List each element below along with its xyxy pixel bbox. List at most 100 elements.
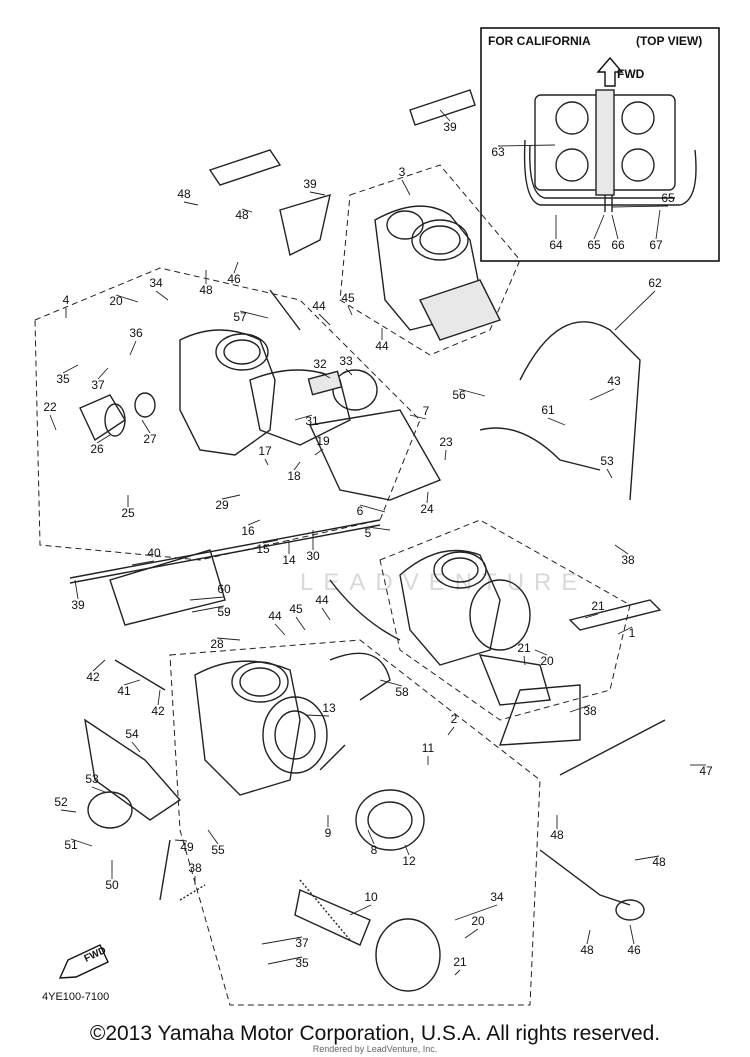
- part-callout-20: 20: [109, 294, 123, 308]
- inset-title: FOR CALIFORNIA: [488, 34, 591, 48]
- part-callout-16: 16: [241, 524, 255, 538]
- part-callout-35: 35: [295, 956, 309, 970]
- callout-leader: [314, 448, 324, 456]
- part-callout-43: 43: [607, 374, 621, 388]
- part-callout-37: 37: [91, 378, 105, 392]
- callout-leader: [191, 605, 225, 613]
- render-credit: Rendered by LeadVenture, Inc.: [312, 1044, 438, 1054]
- callout-leader: [174, 839, 188, 842]
- part-callout-34: 34: [149, 276, 163, 290]
- callout-leader: [183, 201, 199, 206]
- callout-leader: [70, 838, 93, 847]
- part-callout-44: 44: [312, 299, 326, 313]
- part-callout-37: 37: [295, 936, 309, 950]
- part-callout-24: 24: [420, 502, 434, 516]
- callout-leader: [91, 786, 106, 793]
- carburetor-assembly-4: [34, 267, 442, 561]
- part-callout-67: 67: [649, 238, 663, 252]
- part-callout-21: 21: [453, 955, 467, 969]
- callout-leader: [293, 461, 301, 471]
- part-callout-38: 38: [583, 704, 597, 718]
- part-callout-46: 46: [227, 272, 241, 286]
- california-inset: FOR CALIFORNIA (TOP VIEW) FWD: [480, 27, 720, 262]
- callout-leader: [155, 290, 169, 301]
- part-callout-55: 55: [211, 843, 225, 857]
- callout-leader: [274, 623, 286, 636]
- copyright-footer: ©2013 Yamaha Motor Corporation, U.S.A. A…: [89, 1022, 661, 1045]
- part-callout-39: 39: [303, 177, 317, 191]
- top-view-carb-bank: [523, 89, 697, 212]
- callout-leader: [634, 855, 660, 861]
- callout-leader: [614, 290, 656, 331]
- fwd-badge: FWD: [58, 944, 109, 979]
- callout-leader: [141, 419, 151, 434]
- part-callout-57: 57: [233, 310, 247, 324]
- part-callout-34: 34: [490, 890, 504, 904]
- part-callout-6: 6: [357, 504, 364, 518]
- callout-leader: [593, 214, 605, 240]
- part-callout-42: 42: [86, 670, 100, 684]
- part-callout-39: 39: [71, 598, 85, 612]
- part-callout-7: 7: [423, 404, 430, 418]
- carburetor-assembly-1: [379, 519, 631, 746]
- part-callout-25: 25: [121, 506, 135, 520]
- part-callout-45: 45: [289, 602, 303, 616]
- callout-leader: [318, 313, 331, 326]
- part-callout-66: 66: [611, 238, 625, 252]
- part-callout-52: 52: [54, 795, 68, 809]
- part-callout-28: 28: [210, 637, 224, 651]
- callout-leaders: [49, 109, 706, 976]
- callout-leader: [586, 929, 591, 945]
- part-callout-48: 48: [199, 283, 213, 297]
- part-callout-53: 53: [600, 454, 614, 468]
- fwd-arrow-icon: [596, 56, 624, 87]
- part-callout-51: 51: [64, 838, 78, 852]
- callout-leader: [247, 519, 261, 526]
- callout-leader: [444, 449, 447, 461]
- part-callout-17: 17: [258, 444, 272, 458]
- callout-leader: [359, 504, 386, 513]
- part-callout-32: 32: [313, 357, 327, 371]
- part-callout-38: 38: [621, 553, 635, 567]
- callout-leader: [92, 659, 106, 672]
- callout-leader: [606, 468, 613, 479]
- callout-leader: [261, 936, 303, 945]
- callout-leader: [294, 414, 313, 421]
- part-callout-8: 8: [371, 843, 378, 857]
- callout-leader: [655, 209, 661, 240]
- part-callout-5: 5: [365, 526, 372, 540]
- callout-leader: [129, 340, 137, 356]
- part-callout-3: 3: [399, 165, 406, 179]
- part-callout-50: 50: [105, 878, 119, 892]
- callout-leader: [404, 844, 410, 856]
- part-callout-39: 39: [443, 120, 457, 134]
- part-callout-40: 40: [147, 546, 161, 560]
- part-callout-65: 65: [587, 238, 601, 252]
- inset-view-label: (TOP VIEW): [636, 34, 702, 48]
- part-callout-45: 45: [341, 291, 355, 305]
- part-callout-60: 60: [217, 582, 231, 596]
- callout-leader: [62, 364, 79, 374]
- callout-leader: [447, 726, 455, 736]
- part-callout-21: 21: [591, 599, 605, 613]
- part-callout-33: 33: [339, 354, 353, 368]
- part-callout-12: 12: [402, 854, 416, 868]
- part-callout-4: 4: [63, 293, 70, 307]
- part-callout-54: 54: [125, 727, 139, 741]
- part-callout-48: 48: [580, 943, 594, 957]
- inset-fwd-label: FWD: [617, 67, 645, 81]
- callout-leader: [589, 388, 615, 401]
- callout-leader: [439, 109, 451, 122]
- callout-leader: [349, 904, 372, 916]
- part-callout-30: 30: [306, 549, 320, 563]
- part-callout-48: 48: [652, 855, 666, 869]
- part-callout-19: 19: [316, 434, 330, 448]
- part-callout-48: 48: [550, 828, 564, 842]
- callout-leader: [49, 414, 57, 431]
- callout-leader: [464, 928, 479, 939]
- callout-leader: [239, 310, 269, 319]
- part-callout-46: 46: [627, 943, 641, 957]
- part-callout-38: 38: [188, 861, 202, 875]
- callout-leader: [547, 417, 566, 426]
